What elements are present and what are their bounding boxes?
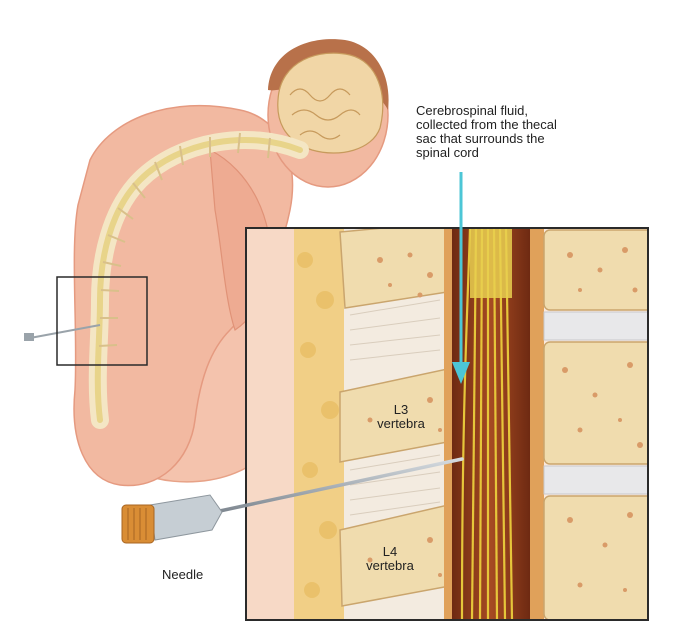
small-needle	[29, 324, 101, 339]
fat-layer	[294, 228, 344, 620]
needle-label: Needle	[162, 567, 204, 582]
vertebral-body-middle	[543, 341, 648, 465]
conus	[470, 228, 512, 298]
vertebra-segments	[98, 132, 271, 347]
l4-label-line: vertebra	[366, 558, 414, 573]
small-needle-hub	[24, 333, 34, 341]
csf-label: Cerebrospinal fluid, collected from the …	[416, 104, 606, 160]
fat-globules	[297, 252, 339, 598]
vertebral-body-spots	[562, 247, 643, 592]
zoom-detail-panel	[246, 228, 648, 620]
zoom-region-box	[56, 276, 148, 366]
vertebral-body-lower	[543, 495, 648, 620]
brain	[277, 52, 384, 154]
needle	[121, 457, 464, 544]
arrow-down-icon	[452, 172, 470, 384]
csf-label-line: collected from the thecal	[416, 117, 557, 132]
patient-figure	[24, 39, 389, 487]
l4-label-line: L4	[382, 544, 398, 559]
skin-layer	[246, 228, 294, 620]
bone-spots	[367, 252, 442, 577]
l3-label-line: vertebra	[377, 416, 425, 431]
l3-label-line: L3	[393, 402, 409, 417]
spinal-cord	[94, 137, 303, 423]
ligament-fibers	[349, 299, 441, 516]
zoom-detail-frame	[245, 227, 649, 621]
disc-lower	[543, 465, 648, 495]
brain-folds	[289, 88, 361, 140]
posterior-ligament	[530, 228, 544, 620]
csf-label-line: spinal cord	[416, 145, 479, 160]
l3-vertebra-label: L3 vertebra	[366, 403, 436, 431]
needle-shaft	[213, 457, 464, 514]
disc-upper	[543, 311, 648, 341]
needle-cap	[121, 504, 155, 544]
csf-label-line: Cerebrospinal fluid,	[416, 103, 529, 118]
l4-vertebra-label: L4 vertebra	[355, 545, 425, 573]
csf-label-line: sac that surrounds the	[416, 131, 545, 146]
needle-hub	[149, 494, 223, 541]
needle-cap-ridges	[127, 508, 147, 540]
